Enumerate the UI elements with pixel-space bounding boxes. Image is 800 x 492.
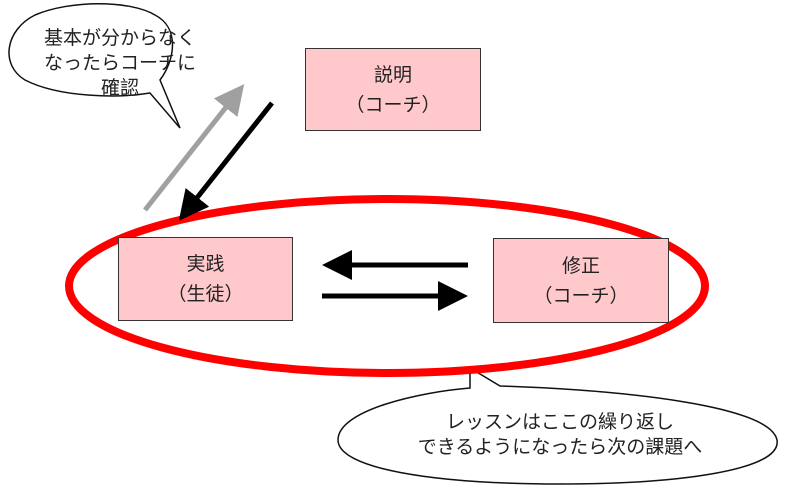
callout-top-shape <box>8 3 181 129</box>
callout-top-line: 確認 <box>100 77 139 99</box>
callout-bottom-line: できるようになったら次の課題へ <box>417 436 703 458</box>
node-explain: 説明 （コーチ） <box>305 48 481 131</box>
node-correct-title: 修正 <box>561 254 600 277</box>
node-practice-actor: （生徒） <box>167 283 244 305</box>
node-explain-actor: （コーチ） <box>345 93 441 116</box>
node-correct: 修正 （コーチ） <box>493 238 669 323</box>
callout-top-line: 基本が分からなく <box>43 27 196 49</box>
node-practice: 実践 （生徒） <box>118 237 293 321</box>
lesson-loop-ellipse <box>65 195 709 377</box>
callout-top-line: なったらコーチに <box>43 52 196 74</box>
node-explain-title: 説明 <box>373 63 412 86</box>
node-correct-actor: （コーチ） <box>533 284 629 307</box>
explain-to-practice-arrow <box>178 101 274 221</box>
ask-coach-arrow <box>143 84 245 212</box>
callout-top-text: 基本が分からなく なったらコーチに 確認 <box>20 26 220 101</box>
callout-bottom-shape <box>337 366 778 485</box>
node-practice-title: 実践 <box>186 253 225 275</box>
callout-bottom-text: レッスンはここの繰り返し できるようになったら次の課題へ <box>350 410 770 460</box>
callout-bottom-line: レッスンはここの繰り返し <box>445 411 674 433</box>
